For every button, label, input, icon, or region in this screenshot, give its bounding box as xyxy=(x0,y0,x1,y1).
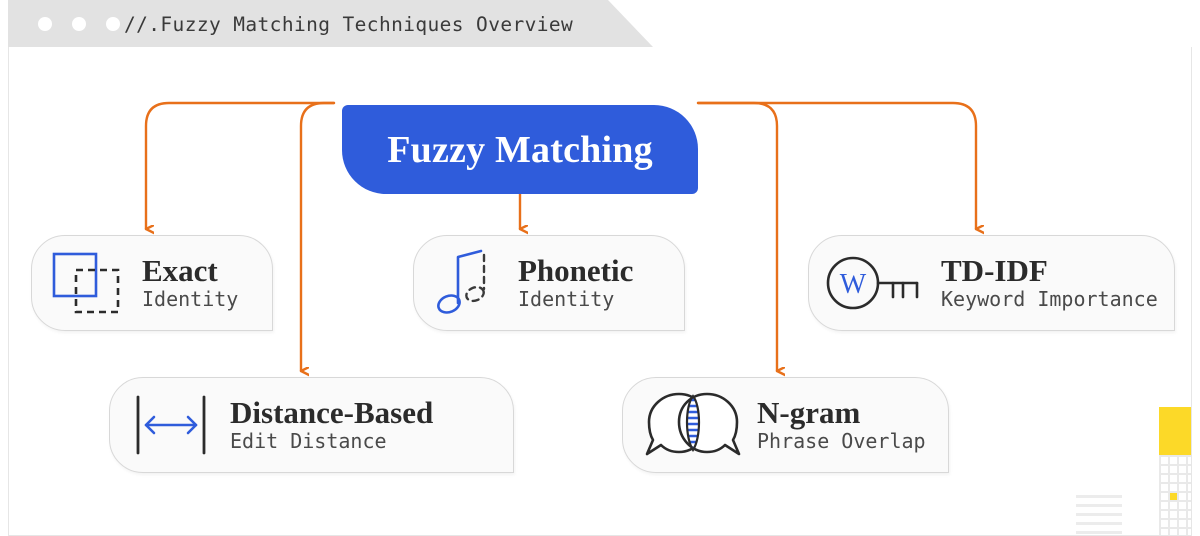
card-exact-text: Exact Identity xyxy=(142,252,239,312)
card-td-idf-title: TD-IDF xyxy=(941,252,1048,288)
root-node-label: Fuzzy Matching xyxy=(387,128,653,171)
card-phonetic-text: Phonetic Identity xyxy=(518,252,634,312)
card-exact-title: Exact xyxy=(142,252,218,288)
card-distance-based-text: Distance-Based Edit Distance xyxy=(230,394,434,454)
root-node-fuzzy-matching[interactable]: Fuzzy Matching xyxy=(342,105,698,194)
card-exact[interactable]: Exact Identity xyxy=(31,235,273,331)
line-stack-decoration xyxy=(1076,495,1122,535)
card-distance-based-subtitle: Edit Distance xyxy=(230,429,387,454)
card-n-gram-title: N-gram xyxy=(757,394,861,430)
keyword-key-icon: W xyxy=(825,250,925,316)
yellow-square-decoration xyxy=(1159,407,1191,455)
card-distance-based-title: Distance-Based xyxy=(230,394,434,430)
window-controls[interactable] xyxy=(38,17,120,31)
minimize-dot-icon[interactable] xyxy=(72,17,86,31)
window-titlebar xyxy=(8,0,653,47)
card-phonetic[interactable]: Phonetic Identity xyxy=(413,235,685,331)
card-td-idf-subtitle: Keyword Importance xyxy=(941,287,1158,312)
card-distance-based[interactable]: Distance-Based Edit Distance xyxy=(109,377,514,473)
card-n-gram-text: N-gram Phrase Overlap xyxy=(757,394,926,454)
card-phonetic-title: Phonetic xyxy=(518,252,634,288)
overlapping-speech-bubbles-icon xyxy=(641,388,745,462)
music-note-icon xyxy=(434,247,504,319)
canvas-frame: Fuzzy Matching Exact Identity xyxy=(8,47,1192,536)
card-td-idf[interactable]: W TD-IDF Keyword Importance xyxy=(808,235,1175,331)
measure-arrow-icon xyxy=(126,391,216,459)
card-phonetic-subtitle: Identity xyxy=(518,287,615,312)
svg-text:W: W xyxy=(840,269,867,300)
card-exact-subtitle: Identity xyxy=(142,287,239,312)
card-n-gram[interactable]: N-gram Phrase Overlap xyxy=(622,377,949,473)
dotted-grid-decoration xyxy=(1159,455,1191,535)
card-td-idf-text: TD-IDF Keyword Importance xyxy=(941,252,1158,312)
card-n-gram-subtitle: Phrase Overlap xyxy=(757,429,926,454)
window-title: //.Fuzzy Matching Techniques Overview xyxy=(124,13,574,36)
close-dot-icon[interactable] xyxy=(38,17,52,31)
overlapping-squares-icon xyxy=(50,248,128,318)
maximize-dot-icon[interactable] xyxy=(106,17,120,31)
